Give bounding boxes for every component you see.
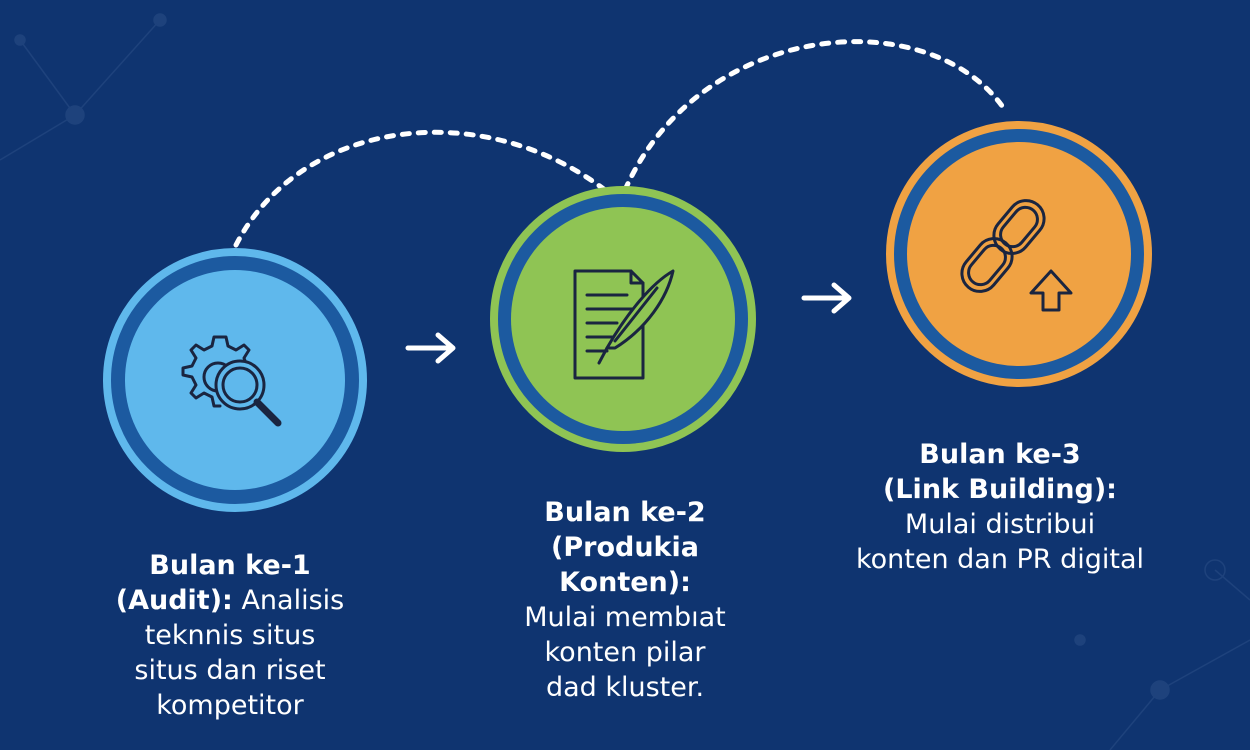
arrow-right-icon: [801, 282, 852, 314]
document-quill-icon: [573, 269, 675, 380]
step-link-line: Bulan ke-3: [919, 439, 1081, 470]
gear-magnifier-icon: [181, 335, 282, 427]
step-konten-line: Mulai membıat: [524, 602, 726, 634]
step-audit-line: situs dan riset: [134, 655, 326, 687]
step-konten-circle: [490, 186, 756, 452]
step-link-line: Mulai distribui: [904, 509, 1096, 541]
arrow-right-icon: [405, 332, 456, 364]
step-audit-line: (Audit): Analisis: [115, 585, 345, 617]
step-audit-line: teknnis situs: [144, 620, 316, 652]
chain-link-upload-icon: [960, 199, 1073, 312]
step-link-circle: [886, 121, 1152, 387]
connector-konten-to-link: [622, 39, 1008, 193]
step-link-text: Bulan ke-3 (Link Building): Mulai distri…: [835, 437, 1165, 577]
step-audit-line: Bulan ke-1: [149, 550, 311, 581]
step-konten-line: dad kluster.: [545, 672, 705, 704]
step-konten-text: Bulan ke-2 (Produkia Konten): Mulai memb…: [490, 495, 760, 706]
connector-audit-to-konten: [233, 129, 608, 248]
step-konten-line: Bulan ke-2: [544, 497, 706, 528]
step-konten-line: konten pilar: [544, 637, 706, 669]
step-konten-line: Konten):: [559, 567, 691, 599]
step-link-line: konten dan PR digital: [855, 544, 1145, 576]
step-audit-line: kompetitor: [156, 690, 304, 722]
step-audit-circle: [103, 248, 367, 512]
step-audit-text: Bulan ke-1 (Audit): Analisis teknnis sit…: [95, 548, 365, 723]
step-konten-line: (Produkia: [551, 532, 699, 564]
step-link-line: (Link Building):: [883, 474, 1117, 506]
